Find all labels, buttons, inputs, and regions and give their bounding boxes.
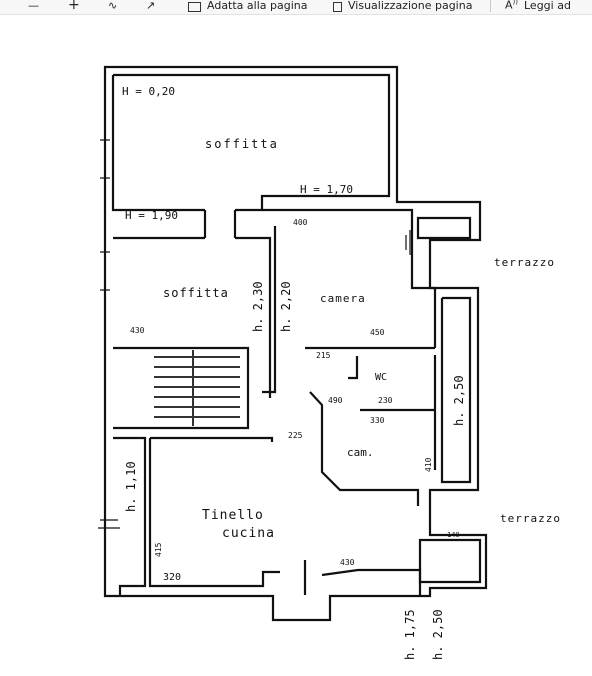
draw-icon: ∿ <box>108 0 118 12</box>
label-h-020: H = 0,20 <box>122 85 175 98</box>
label-camera: camera <box>320 292 366 305</box>
dim-430-left: 430 <box>130 326 145 335</box>
label-soffitta-left: soffitta <box>163 286 229 300</box>
read-aloud-label: Leggi ad <box>524 0 571 12</box>
label-h-170: H = 1,70 <box>300 183 353 196</box>
dim-230: 230 <box>378 396 393 405</box>
page-view-icon <box>333 2 342 12</box>
dim-400: 400 <box>293 218 308 227</box>
fit-page-button[interactable]: Adatta alla pagina <box>188 0 307 13</box>
label-wc: WC <box>375 372 387 383</box>
dim-450: 450 <box>370 328 385 337</box>
label-h-230: h. 2,30 <box>251 281 265 332</box>
zoom-out-button[interactable]: — <box>28 0 45 13</box>
draw-button[interactable]: ∿ <box>108 0 123 13</box>
zoom-in-button[interactable]: + <box>68 0 86 13</box>
dim-490: 490 <box>328 396 343 405</box>
plan-labels: H = 0,20 H = 1,70 H = 1,90 soffitta soff… <box>122 85 561 660</box>
dim-320: 320 <box>163 572 181 583</box>
fit-page-label: Adatta alla pagina <box>207 0 308 12</box>
label-cucina: cucina <box>222 526 275 541</box>
label-h-220: h. 2,20 <box>279 281 293 332</box>
floor-plan: H = 0,20 H = 1,70 H = 1,90 soffitta soff… <box>98 65 561 660</box>
viewer-toolbar: — + ∿ ↗ Adatta alla pagina Visualizzazio… <box>0 0 592 15</box>
read-aloud-button[interactable]: A)) Leggi ad <box>505 0 571 13</box>
dim-330: 330 <box>370 416 385 425</box>
dim-225: 225 <box>288 431 303 440</box>
window-marks <box>98 139 411 529</box>
page-view-label: Visualizzazione pagina <box>348 0 473 12</box>
dimension-labels: 400 430 450 215 490 230 330 225 320 430 … <box>130 218 460 583</box>
label-soffitta-top: soffitta <box>205 137 279 151</box>
label-h-190: H = 1,90 <box>125 209 178 222</box>
minus-icon: — <box>28 0 39 12</box>
document-page: H = 0,20 H = 1,70 H = 1,90 soffitta soff… <box>0 15 592 672</box>
label-cam: cam. <box>347 446 374 459</box>
stair-treads <box>154 350 240 426</box>
page-view-button[interactable]: Visualizzazione pagina <box>333 0 472 13</box>
label-h-250-bottom: h. 2,50 <box>431 609 445 660</box>
walls <box>103 65 488 622</box>
dim-410: 410 <box>424 457 433 472</box>
label-h-175: h. 1,75 <box>403 609 417 660</box>
plus-icon: + <box>68 0 80 13</box>
dim-430-bottom: 430 <box>340 558 355 567</box>
rotate-icon: ↗ <box>146 0 156 12</box>
toolbar-divider <box>490 0 491 12</box>
dim-215: 215 <box>316 351 331 360</box>
label-tinello: Tinello <box>202 508 264 523</box>
label-h-250-right: h. 2,50 <box>452 375 466 426</box>
rotate-button[interactable]: ↗ <box>146 0 161 13</box>
fit-page-icon <box>188 2 201 12</box>
label-terrazzo-2: terrazzo <box>500 512 561 525</box>
dim-140: 140 <box>447 531 460 539</box>
label-h-110: h. 1,10 <box>124 461 138 512</box>
read-aloud-icon: A)) <box>505 0 518 12</box>
label-terrazzo-1: terrazzo <box>494 256 555 269</box>
dim-415: 415 <box>154 542 163 557</box>
